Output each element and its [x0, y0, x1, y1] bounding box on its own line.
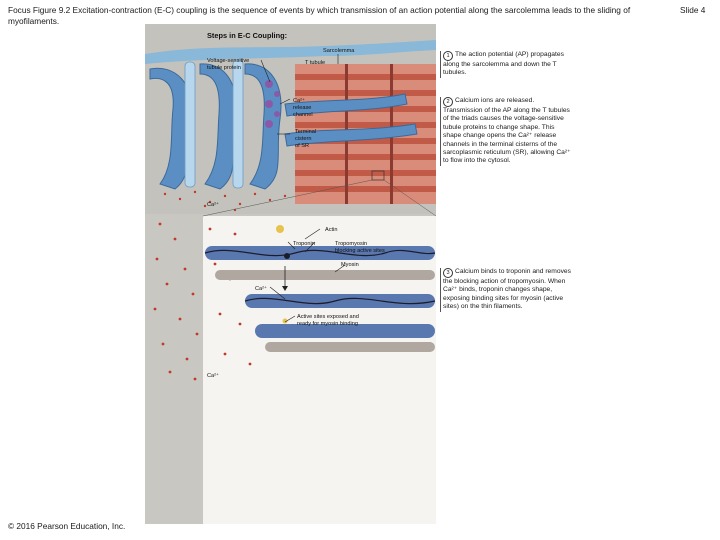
- label-ca-ion-low: Ca²⁺: [207, 372, 219, 379]
- label-terminal-3: of SR: [295, 143, 309, 149]
- leader-lines: [260, 54, 346, 323]
- label-ca-release-2: release: [293, 105, 311, 111]
- label-active-sites-2: ready for myosin binding: [297, 321, 358, 327]
- myosin-filament-bottom: [265, 342, 435, 352]
- step-3-number: 3: [443, 268, 453, 278]
- step-1-text: The action potential (AP) propagates alo…: [443, 51, 564, 77]
- label-tropomyosin-1: Tropomyosin: [335, 241, 367, 247]
- copyright-notice: © 2016 Pearson Education, Inc.: [8, 521, 126, 531]
- label-voltage-sensitive-2: tubule protein: [207, 65, 241, 71]
- label-voltage-sensitive-1: Voltage-sensitive: [207, 58, 249, 64]
- step-2-number: 2: [443, 97, 453, 107]
- t-tubules: [184, 59, 244, 189]
- label-t-tubule: T tubule: [305, 60, 325, 66]
- step-2-text: Calcium ions are released. Transmission …: [443, 97, 571, 165]
- myosin-filament-top: [215, 270, 435, 280]
- label-terminal-2: cistern: [295, 136, 311, 142]
- slide-number: Slide 4: [680, 5, 706, 15]
- label-actin: Actin: [325, 227, 337, 233]
- inset-marker: [371, 170, 385, 181]
- thin-filament-active: [244, 294, 436, 338]
- voltage-sensitive-proteins: [265, 80, 280, 128]
- sarcolemma-membrane: [145, 40, 436, 64]
- label-ca-release-1: Ca²⁺: [293, 97, 305, 104]
- label-myosin: Myosin: [341, 262, 359, 268]
- zoom-panel: [203, 216, 436, 524]
- thin-filament-blocked: [204, 225, 436, 260]
- label-troponin: Troponin: [293, 241, 315, 247]
- ec-coupling-illustration: Steps in E-C Coupling: Sarcolemma Voltag…: [145, 24, 436, 524]
- calcium-ions-cytosol: [153, 222, 252, 381]
- label-ca-ion-mid: Ca²⁺: [255, 285, 267, 292]
- step-1-number: 1: [443, 51, 453, 61]
- label-ca-release-3: channel: [293, 112, 313, 118]
- label-ca-ion-top: Ca²⁺: [207, 201, 219, 208]
- label-sarcolemma: Sarcolemma: [323, 48, 355, 54]
- figure-panel: Steps in E-C Coupling: Sarcolemma Voltag…: [145, 24, 436, 524]
- label-active-sites-1: Active sites exposed and: [297, 314, 359, 320]
- label-terminal-1: Terminal: [295, 129, 316, 135]
- step-3-text: Calcium binds to troponin and removes th…: [443, 268, 571, 311]
- steps-heading: Steps in E-C Coupling:: [207, 31, 287, 40]
- figure-caption: Focus Figure 9.2 Excitation-contraction …: [8, 5, 631, 26]
- transition-arrowhead: [282, 286, 288, 291]
- label-tropomyosin-2: blocking active sites: [335, 248, 385, 254]
- calcium-ions-sr: [163, 190, 287, 212]
